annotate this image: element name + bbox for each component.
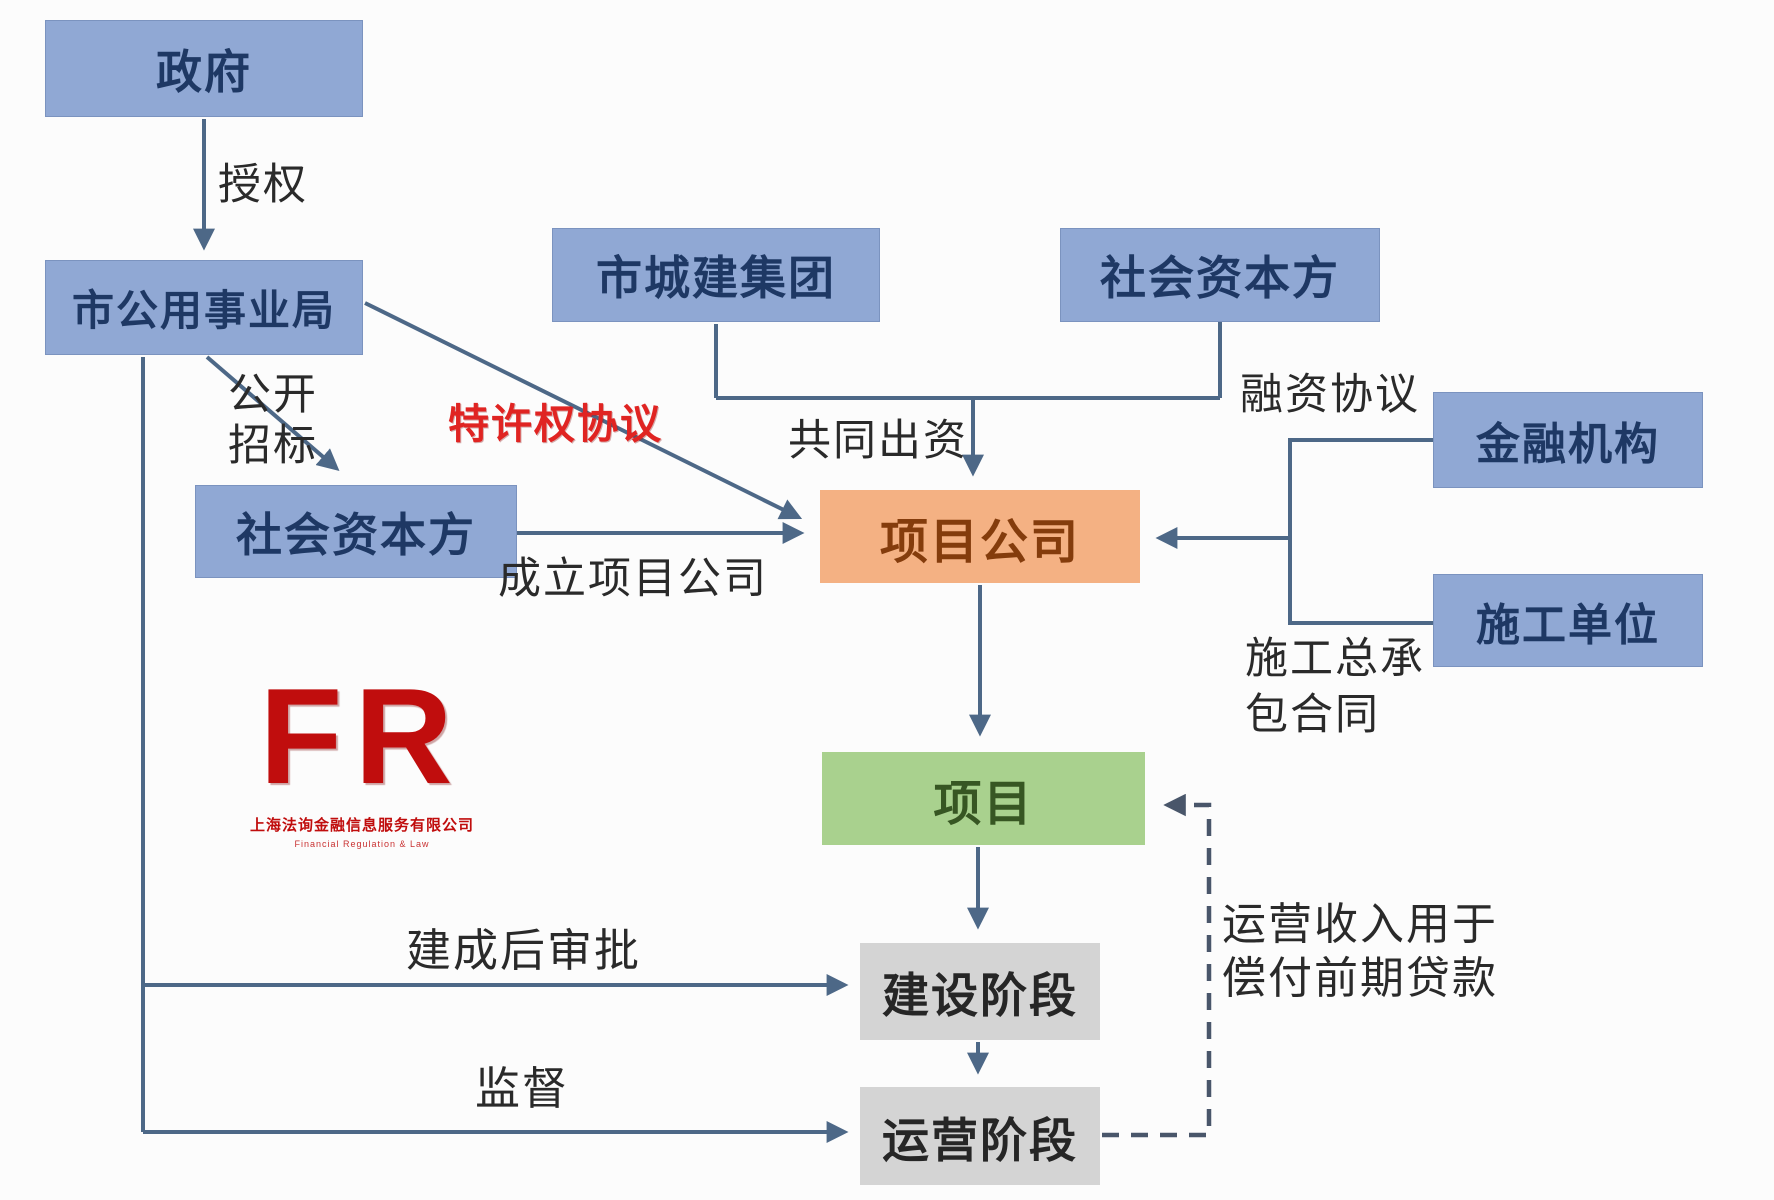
edge-operating-income-dashed <box>1102 793 1212 1138</box>
edge-label-epc-contract-line1: 施工总承 <box>1245 635 1425 683</box>
edge-label-joint-investment: 共同出资 <box>788 417 968 465</box>
edge-concession-arrow <box>364 301 803 520</box>
fr-logo-company-name: 上海法询金融信息服务有限公司 <box>249 817 474 834</box>
node-project: 项目 <box>822 752 1145 845</box>
edge-joint-investment-group <box>714 322 1222 477</box>
node-financial-institution: 金融机构 <box>1433 392 1703 488</box>
edge-label-financing-agreement: 融资协议 <box>1240 371 1420 419</box>
edge-label-epc-contract: 施工总承 包合同 <box>1245 632 1425 744</box>
edge-label-public-bidding: 公开 招标 <box>228 370 318 471</box>
fr-logo-letters: FR <box>259 660 465 812</box>
edge-label-epc-contract-line2: 包合同 <box>1245 690 1380 739</box>
fr-logo-tagline: Financial Regulation & Law <box>294 839 430 849</box>
node-project-company: 项目公司 <box>820 490 1140 583</box>
edge-label-public-bidding-line2: 招标 <box>228 421 318 470</box>
node-construction-unit: 施工单位 <box>1433 574 1703 667</box>
fr-watermark-logo: FR 上海法询金融信息服务有限公司 Financial Regulation &… <box>242 668 482 849</box>
node-utilities-bureau: 市公用事业局 <box>45 260 363 355</box>
edge-label-operating-income-line1: 运营收入用于 <box>1222 900 1498 949</box>
edge-financing-epc-bracket <box>1155 438 1433 625</box>
node-urban-construction-group: 市城建集团 <box>552 228 880 322</box>
node-government: 政府 <box>45 20 363 117</box>
edge-label-establish-project-company: 成立项目公司 <box>498 555 768 603</box>
node-social-capital-selected: 社会资本方 <box>195 485 517 578</box>
node-social-capital-top: 社会资本方 <box>1060 228 1380 322</box>
edge-public-bidding-arrow <box>205 355 340 471</box>
edge-label-concession-agreement: 特许权协议 <box>448 401 663 447</box>
edge-label-approval-after-completion: 建成后审批 <box>406 925 642 976</box>
node-operation-phase: 运营阶段 <box>860 1087 1100 1185</box>
edge-label-operating-income: 运营收入用于 偿付前期贷款 <box>1222 898 1498 1005</box>
node-construction-phase: 建设阶段 <box>860 943 1100 1040</box>
edge-label-supervision: 监督 <box>475 1063 570 1114</box>
edge-label-authorize: 授权 <box>218 161 308 209</box>
edge-label-public-bidding-line1: 公开 <box>228 371 318 419</box>
edge-label-operating-income-line2: 偿付前期贷款 <box>1222 953 1498 1003</box>
